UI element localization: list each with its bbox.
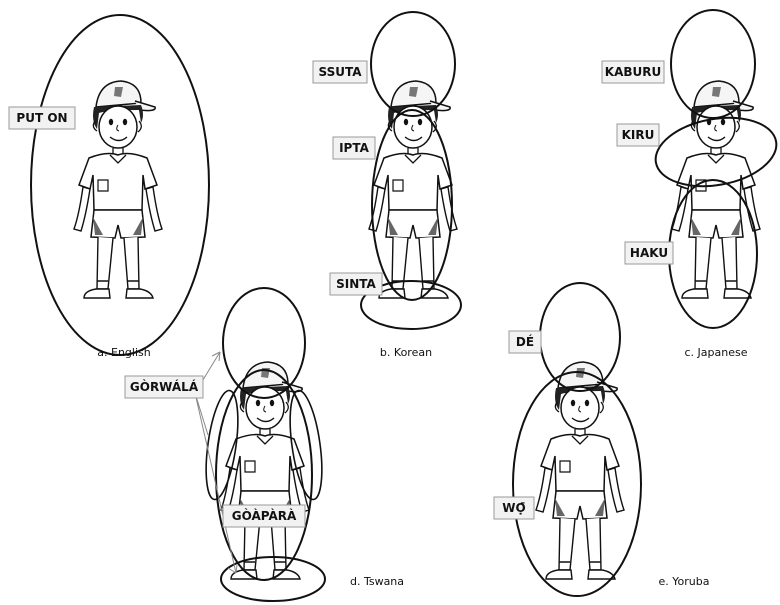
label-put-on: PUT ON — [16, 111, 67, 125]
panel-yoruba: DÉ WỌ̄ e. Yoruba — [494, 283, 709, 596]
label-ipta: IPTA — [339, 141, 370, 155]
boy-figure-yoruba — [536, 362, 624, 579]
boy-figure-japanese — [672, 81, 760, 298]
boy-figure-english — [74, 81, 162, 298]
label-ssuta: SSUTA — [318, 65, 362, 79]
panel-tswana: GÒRWÁLÁ GÒÀPÀRÀ d. Tswana — [125, 288, 404, 601]
label-haku: HAKU — [630, 246, 668, 260]
panel-japanese: KABURU KIRU HAKU c. Japanese — [602, 10, 780, 359]
label-wo: WỌ̄ — [502, 501, 525, 515]
panel-english: PUT ON a. English — [9, 15, 209, 359]
label-kiru: KIRU — [622, 128, 655, 142]
caption-english: a. English — [97, 346, 150, 359]
panel-korean: SSUTA IPTA SINTA b. Korean — [313, 12, 461, 359]
label-de: DÉ — [516, 334, 534, 349]
caption-japanese: c. Japanese — [685, 346, 748, 359]
caption-yoruba: e. Yoruba — [659, 575, 710, 588]
label-gorwala: GÒRWÁLÁ — [130, 379, 199, 394]
label-goapara: GÒÀPÀRÀ — [232, 508, 297, 523]
caption-tswana: d. Tswana — [350, 575, 404, 588]
caption-korean: b. Korean — [380, 346, 432, 359]
label-kaburu: KABURU — [605, 65, 661, 79]
label-sinta: SINTA — [336, 277, 376, 291]
